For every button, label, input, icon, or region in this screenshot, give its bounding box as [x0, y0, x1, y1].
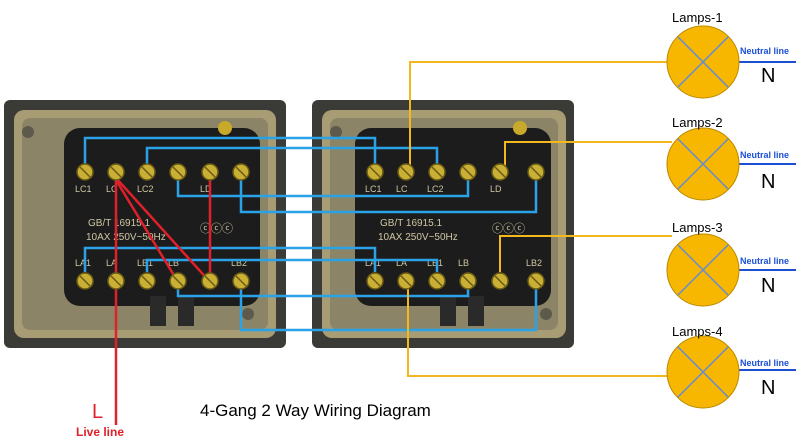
terminal-label: LC1 [365, 184, 382, 194]
terminal-label: LC1 [75, 184, 92, 194]
switch-2-rating-text: 10AX 250V~50Hz [378, 232, 458, 243]
terminal-label: LA1 [75, 258, 91, 268]
switch-1-standard-text: GB/T 16915.1 [88, 218, 151, 229]
terminal-label: LB1 [427, 258, 443, 268]
switch-2-standard-text: GB/T 16915.1 [380, 218, 443, 229]
lamp-name: Lamps-2 [672, 115, 723, 130]
lamp-name: Lamps-1 [672, 10, 723, 25]
live-symbol: L [92, 401, 103, 423]
live-wires [114, 172, 212, 425]
terminal-label: LA1 [365, 258, 381, 268]
neutral-line-label: Neutral line [740, 150, 789, 160]
switch-1-rating-text: 10AX 250V~50Hz [86, 232, 166, 243]
lamp-name: Lamps-4 [672, 324, 723, 339]
terminal-label: LC [106, 184, 118, 194]
terminal-label: LA [106, 258, 117, 268]
terminal-label: LA [396, 258, 407, 268]
terminal-label: LB2 [231, 258, 247, 268]
terminal-label: LC [396, 184, 408, 194]
lamp-wires [407, 61, 672, 377]
terminal-label: LB [168, 258, 179, 268]
terminals [76, 163, 545, 290]
neutral-line-label: Neutral line [740, 256, 789, 266]
terminal-label: LD [490, 184, 502, 194]
neutral-symbol: N [761, 377, 775, 399]
traveler-wires [83, 136, 538, 332]
neutral-line-label: Neutral line [740, 46, 789, 56]
terminal-label: LB2 [526, 258, 542, 268]
neutral-wires [738, 61, 796, 371]
switch-2-ccc-mark: ⓒⓒⓒ [492, 222, 525, 235]
terminal-label: LB1 [137, 258, 153, 268]
switch-1-ccc-mark: ⓒⓒⓒ [200, 222, 233, 235]
terminal-label: LC2 [427, 184, 444, 194]
terminal-label: LD [200, 184, 212, 194]
neutral-symbol: N [761, 65, 775, 87]
terminal-label: LB [458, 258, 469, 268]
diagram-title: 4-Gang 2 Way Wiring Diagram [200, 401, 431, 420]
neutral-symbol: N [761, 275, 775, 297]
terminal-label: LC2 [137, 184, 154, 194]
lamp-name: Lamps-3 [672, 220, 723, 235]
neutral-line-label: Neutral line [740, 358, 789, 368]
neutral-symbol: N [761, 171, 775, 193]
live-line-label: Live line [76, 425, 124, 439]
